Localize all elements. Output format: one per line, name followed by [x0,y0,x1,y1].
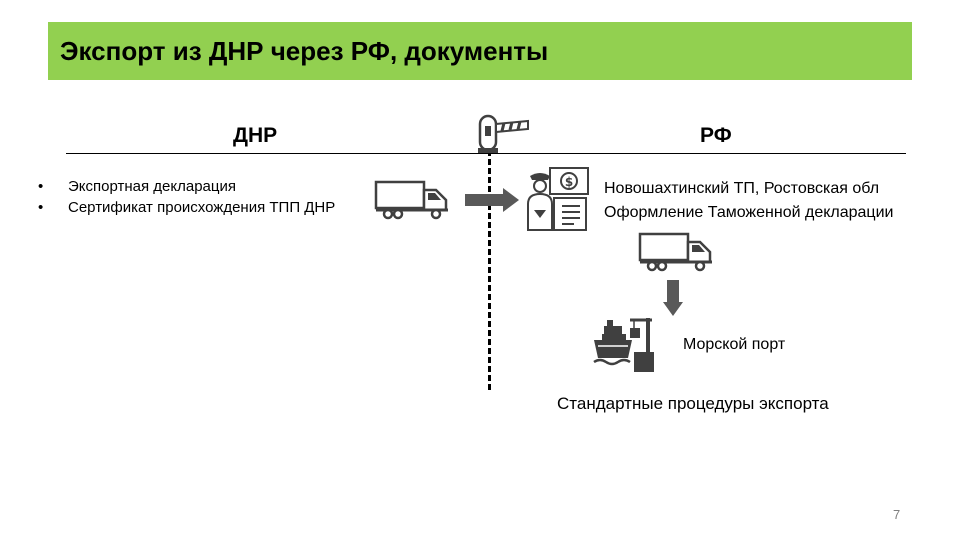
customs-officer-icon: $ [527,167,589,231]
heading-dnr: ДНР [233,124,278,147]
heading-rf: РФ [700,124,732,147]
arrow-down-icon [663,280,683,316]
port-crane-icon [630,318,654,372]
page-number: 7 [893,507,901,522]
customs-action-label: Оформление Таможенной декларации [604,204,894,221]
dnr-document-list: Экспортная декларация Сертификат происхо… [38,176,335,218]
arrow-right-icon [465,188,519,212]
truck-icon [374,180,448,220]
customs-post-label: Новошахтинский ТП, Ростовская обл [604,180,880,197]
list-item: Сертификат происхождения ТПП ДНР [38,197,335,218]
list-item: Экспортная декларация [38,176,335,197]
cargo-ship-icon [593,320,632,366]
border-dashed-line [488,150,491,390]
title-bar: Экспорт из ДНР через РФ, документы [48,22,912,80]
slide-title: Экспорт из ДНР через РФ, документы [60,36,549,66]
sea-port-label: Морской порт [683,336,786,353]
svg-text:$: $ [565,175,573,189]
heading-divider [66,153,906,154]
barrier-icon [478,114,529,153]
truck-icon [638,232,712,272]
standard-procedures-label: Стандартные процедуры экспорта [557,394,829,413]
